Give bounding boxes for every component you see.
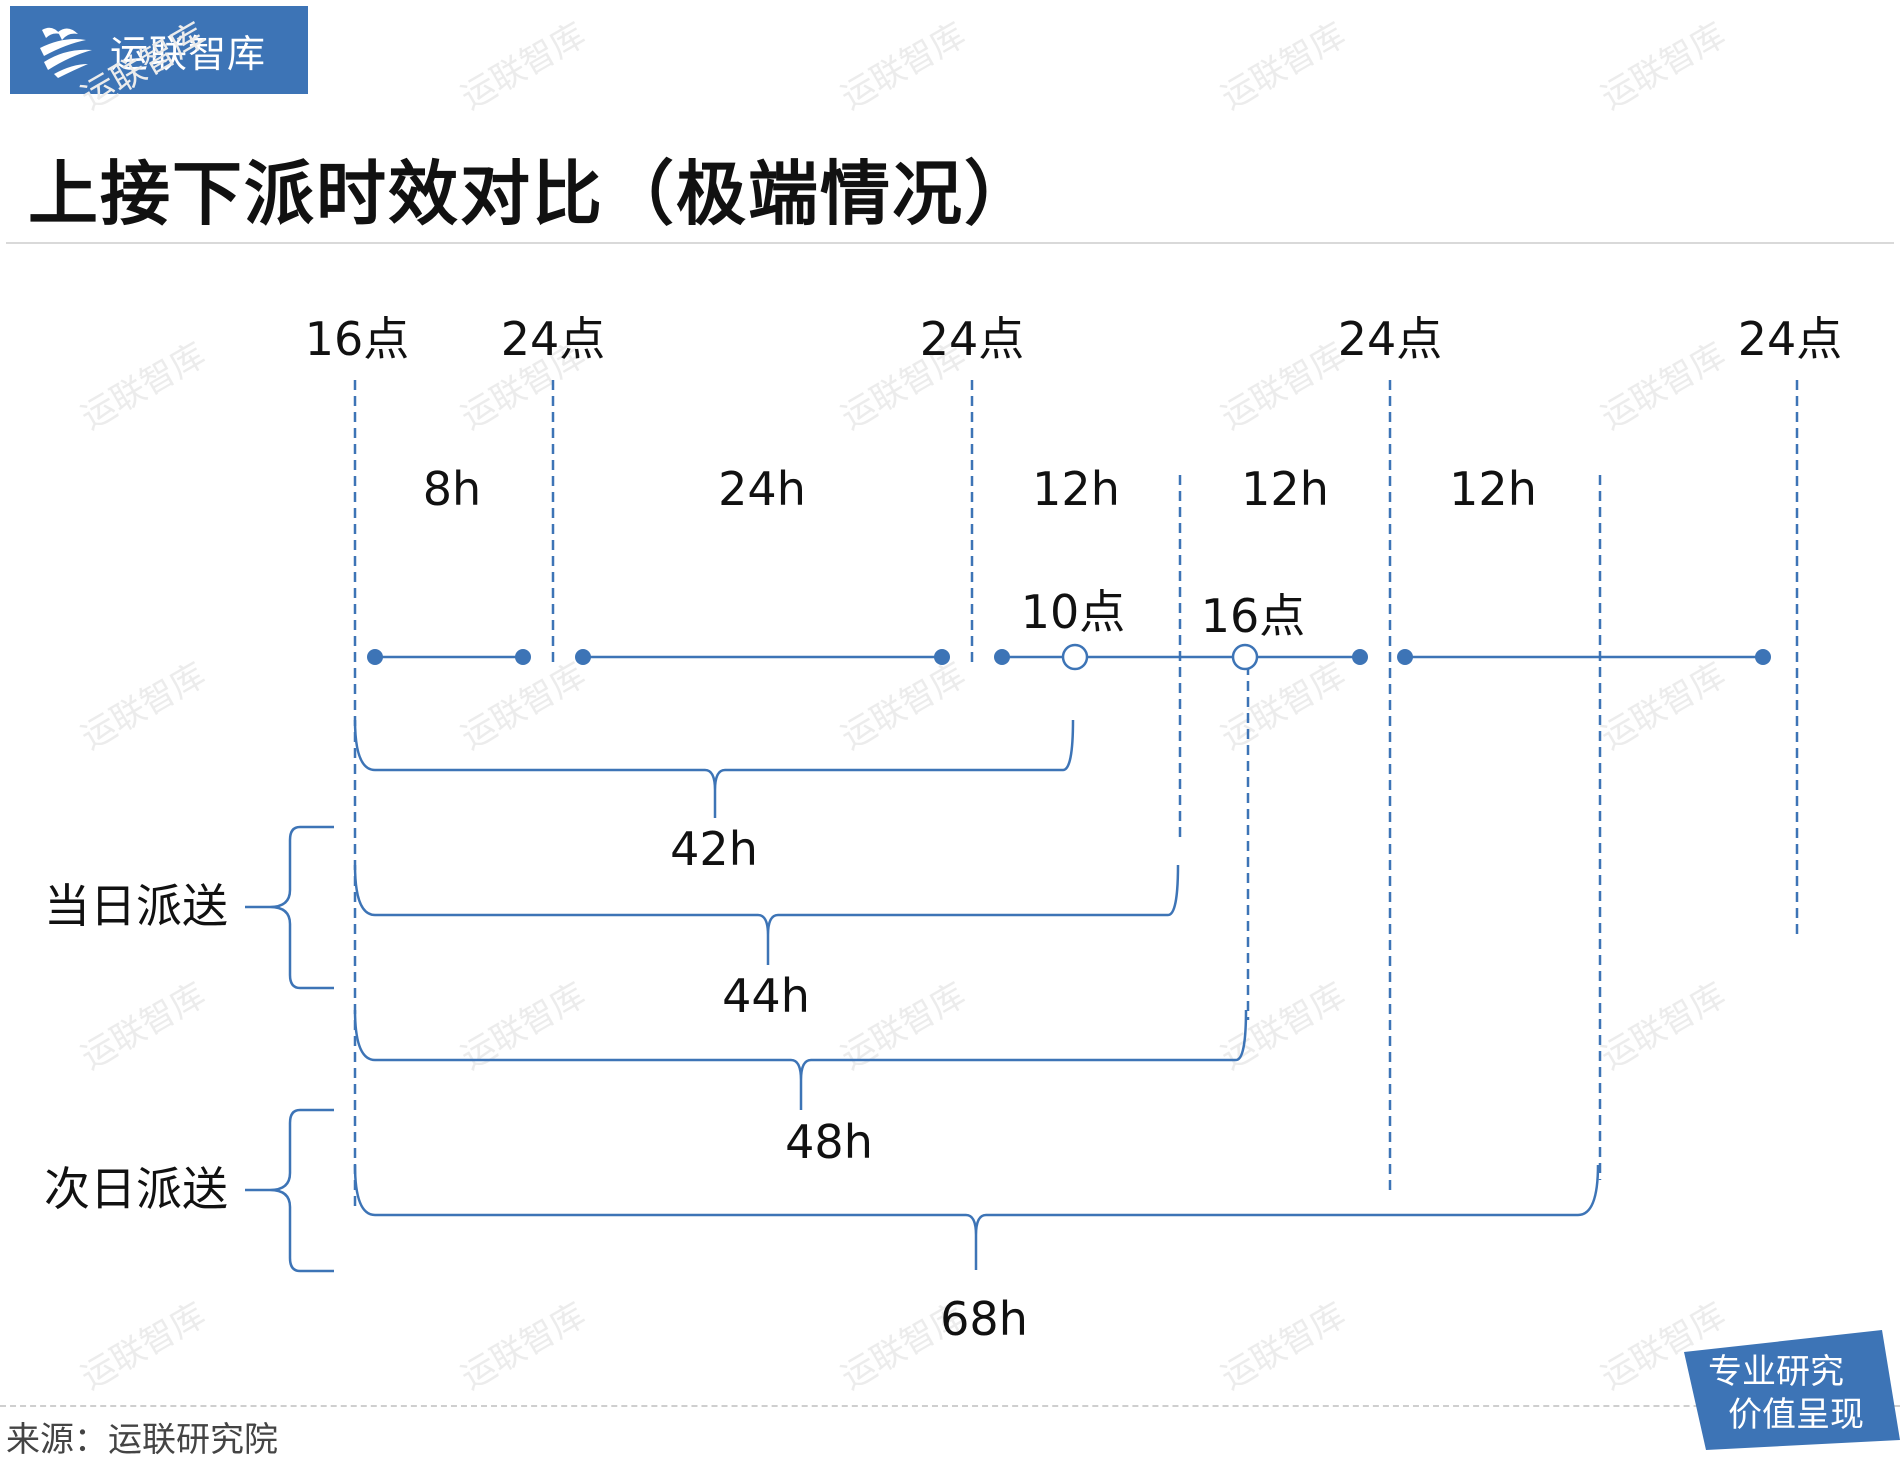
watermark-text: 运联智库 — [1215, 655, 1353, 758]
watermark-text: 运联智库 — [1595, 335, 1733, 438]
bracket-total-label: 42h — [670, 822, 758, 876]
bracket-total-label: 68h — [940, 1292, 1028, 1346]
group-brace-next-day — [245, 1108, 334, 1273]
watermark-text: 运联智库 — [75, 975, 213, 1078]
timeline-point — [515, 649, 531, 665]
watermark-text: 运联智库 — [75, 335, 213, 438]
timeline-point — [575, 649, 591, 665]
watermark-text: 运联智库 — [455, 1295, 593, 1398]
brace-42h — [353, 719, 1075, 818]
event-point-16 — [1231, 643, 1259, 671]
group-brace-same-day — [245, 825, 334, 990]
duration-label: 12h — [1032, 462, 1120, 516]
brand-name: 运联智库 — [110, 31, 267, 76]
event-point-10 — [1061, 643, 1089, 671]
watermark-text: 运联智库 — [835, 655, 973, 758]
badge-line-1: 专业研究 — [1708, 1352, 1844, 1392]
watermark-layer: 运联智库运联智库运联智库运联智库运联智库运联智库运联智库运联智库运联智库运联智库… — [75, 15, 1733, 1398]
title-divider — [6, 242, 1894, 244]
time-label: 16点 — [305, 312, 410, 366]
duration-label: 24h — [718, 462, 806, 516]
time-label: 24点 — [1738, 312, 1843, 366]
brand-logo-icon — [40, 27, 92, 78]
group-label-next-day: 次日派送 — [44, 1162, 228, 1216]
source-divider — [0, 1405, 1900, 1407]
page-title: 上接下派时效对比（极端情况） — [28, 153, 1036, 235]
timeline-point — [1755, 649, 1771, 665]
badge-shape — [1684, 1330, 1900, 1450]
time-label: 24点 — [501, 312, 606, 366]
duration-label: 12h — [1241, 462, 1329, 516]
time-label: 24点 — [920, 312, 1025, 366]
brace-48h — [353, 1009, 1248, 1110]
brand-logo: 运联智库 — [10, 6, 308, 94]
watermark-text: 运联智库 — [455, 15, 593, 118]
timeline-point — [994, 649, 1010, 665]
event-label: 16点 — [1201, 589, 1306, 643]
watermark-text: 运联智库 — [455, 975, 593, 1078]
watermark-text: 运联智库 — [1595, 975, 1733, 1078]
brace-44h — [353, 864, 1180, 965]
watermark-text: 运联智库 — [455, 655, 593, 758]
watermark-text: 运联智库 — [1215, 15, 1353, 118]
source-note: 来源：运联研究院 — [6, 1420, 278, 1460]
watermark-text: 运联智库 — [835, 975, 973, 1078]
timeline-point — [934, 649, 950, 665]
time-label: 24点 — [1338, 312, 1443, 366]
bracket-total-label: 48h — [785, 1115, 873, 1169]
watermark-text: 运联智库 — [75, 655, 213, 758]
watermark-text: 运联智库 — [1595, 655, 1733, 758]
badge-line-2: 价值呈现 — [1728, 1395, 1864, 1435]
watermark-text: 运联智库 — [75, 1295, 213, 1398]
timeline-point — [1397, 649, 1413, 665]
watermark-text: 运联智库 — [1595, 15, 1733, 118]
badge-ribbon: 专业研究 价值呈现 — [1684, 1330, 1900, 1450]
duration-label: 8h — [423, 462, 481, 516]
event-label: 10点 — [1021, 585, 1126, 639]
bracket-total-label: 44h — [722, 969, 810, 1023]
watermark-text: 运联智库 — [1215, 335, 1353, 438]
timeline-point — [367, 649, 383, 665]
timeline-point — [1352, 649, 1368, 665]
watermark-text: 运联智库 — [75, 15, 213, 118]
watermark-text: 运联智库 — [835, 15, 973, 118]
duration-label: 12h — [1449, 462, 1537, 516]
brace-68h — [353, 1164, 1600, 1270]
watermark-text: 运联智库 — [1215, 1295, 1353, 1398]
group-label-same-day: 当日派送 — [44, 879, 228, 933]
watermark-text: 运联智库 — [1215, 975, 1353, 1078]
